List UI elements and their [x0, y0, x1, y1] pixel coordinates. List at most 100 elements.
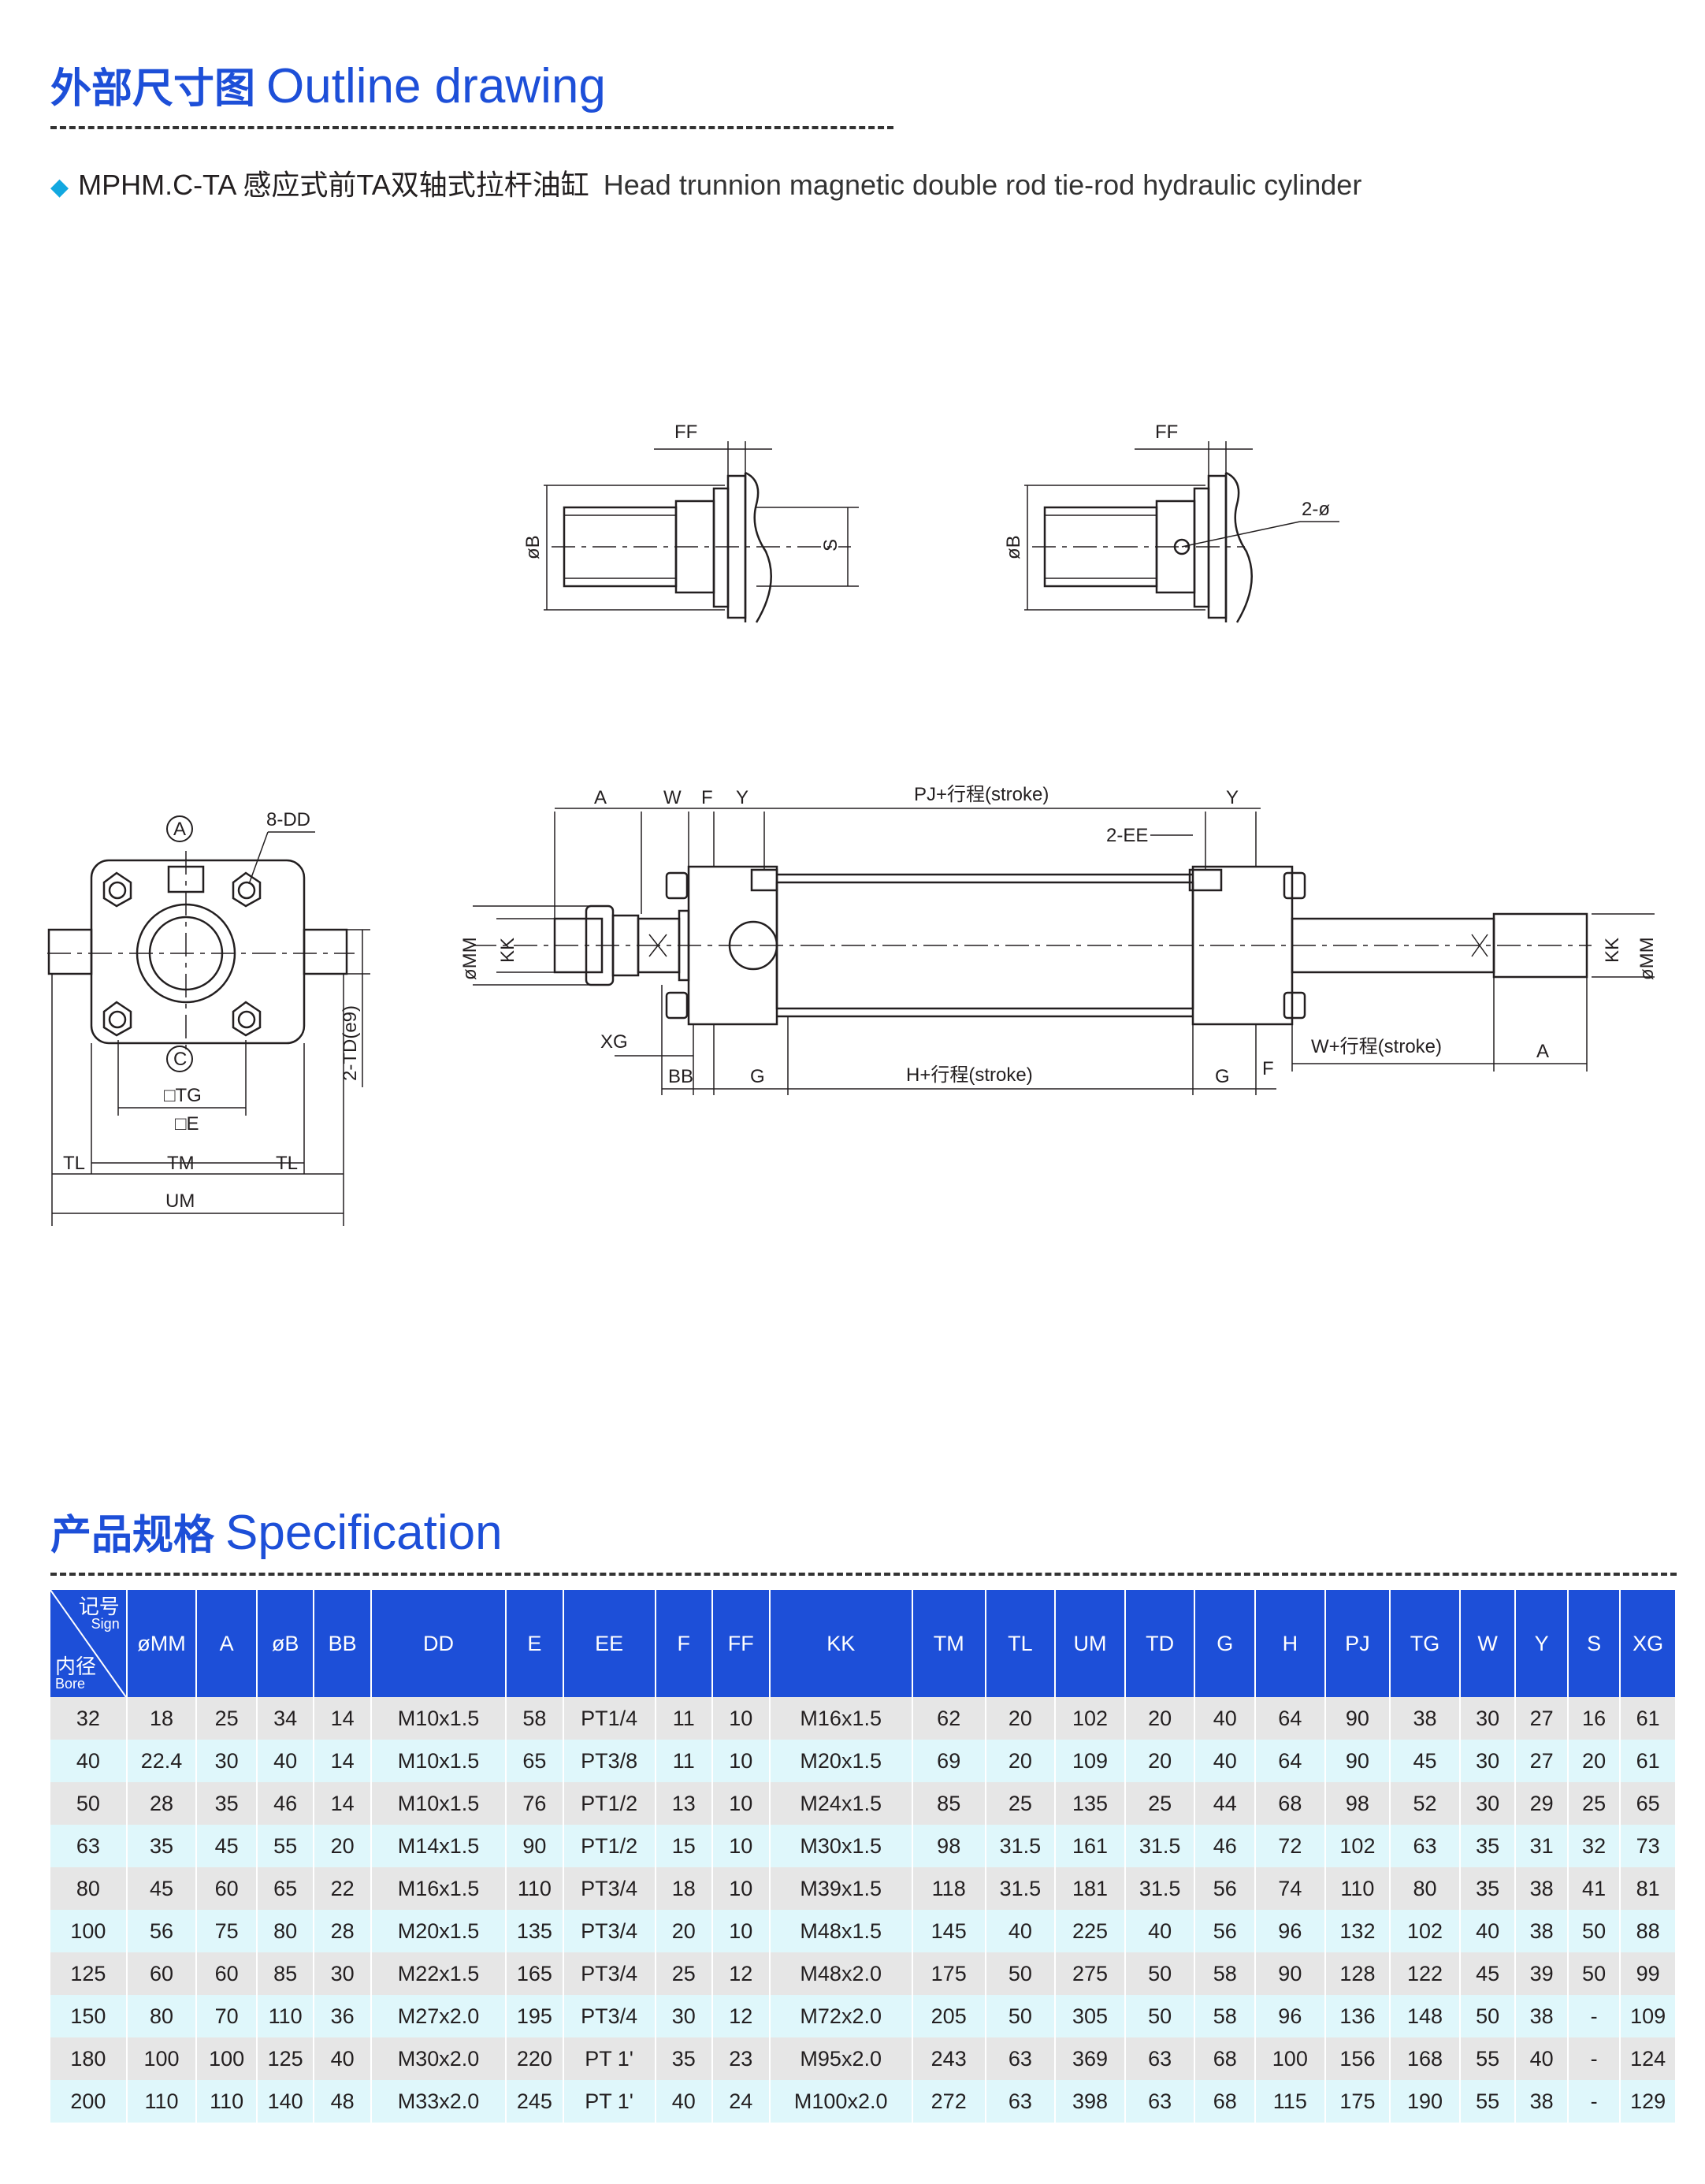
table-cell: M33x2.0 — [370, 2080, 507, 2123]
table-cell: 35 — [196, 1782, 258, 1825]
label-a-top: A — [594, 787, 607, 808]
label-xg: XG — [600, 1031, 628, 1053]
table-cell: 63 — [1390, 1825, 1461, 1867]
table-cell: 30 — [196, 1740, 258, 1782]
col-header: TG — [1390, 1590, 1461, 1697]
table-cell: 46 — [1194, 1825, 1256, 1867]
rod-end-detail-left — [544, 441, 859, 623]
table-cell: 90 — [1324, 1697, 1391, 1740]
table-cell: 50 — [1124, 1995, 1196, 2037]
table-cell: M39x1.5 — [769, 1867, 913, 1910]
table-cell: 31.5 — [985, 1825, 1057, 1867]
table-cell: 64 — [1255, 1740, 1326, 1782]
table-cell: 30 — [1459, 1697, 1517, 1740]
label-circle-c: C — [173, 1049, 187, 1070]
table-cell: 110 — [256, 1995, 315, 2037]
table-cell: 190 — [1390, 2080, 1461, 2123]
table-cell: 50 — [985, 1995, 1057, 2037]
outline-title-en: Outline drawing — [266, 59, 606, 113]
label-omm-right: øMM — [1636, 937, 1658, 980]
label-w-stroke: W+行程(stroke) — [1311, 1036, 1442, 1057]
table-cell: M48x2.0 — [769, 1952, 913, 1995]
corner-diagonal — [50, 1590, 126, 1697]
table-cell: 50 — [1124, 1952, 1196, 1995]
col-header: TL — [985, 1590, 1057, 1697]
bore-cell: 63 — [50, 1825, 128, 1867]
table-cell: 50 — [1459, 1995, 1517, 2037]
table-cell: 24 — [712, 2080, 771, 2123]
col-header: S — [1567, 1590, 1621, 1697]
table-cell: PT3/8 — [563, 1740, 656, 1782]
label-2-phi: 2-ø — [1302, 499, 1330, 520]
table-cell: 63 — [985, 2037, 1057, 2080]
table-cell: 56 — [126, 1910, 198, 1952]
table-cell: 109 — [1620, 1995, 1677, 2037]
table-cell: 75 — [196, 1910, 258, 1952]
table-cell: 55 — [256, 1825, 315, 1867]
col-header: G — [1194, 1590, 1256, 1697]
table-cell: 10 — [712, 1740, 771, 1782]
table-cell: 20 — [1124, 1740, 1196, 1782]
bore-cell: 80 — [50, 1867, 128, 1910]
table-cell: 41 — [1567, 1867, 1621, 1910]
table-cell: 28 — [314, 1910, 372, 1952]
table-cell: 98 — [1324, 1782, 1391, 1825]
table-cell: 20 — [1124, 1697, 1196, 1740]
table-cell: 85 — [256, 1952, 315, 1995]
table-cell: PT1/2 — [563, 1825, 656, 1867]
table-cell: M72x2.0 — [769, 1995, 913, 2037]
table-cell: 50 — [1567, 1910, 1621, 1952]
col-header: EE — [563, 1590, 656, 1697]
table-cell: PT3/4 — [563, 1867, 656, 1910]
table-cell: 35 — [126, 1825, 198, 1867]
table-cell: 68 — [1194, 2037, 1256, 2080]
table-cell: 110 — [126, 2080, 198, 2123]
label-um: UM — [165, 1190, 195, 1212]
table-cell: 90 — [506, 1825, 564, 1867]
table-cell: 20 — [985, 1697, 1057, 1740]
table-cell: 35 — [1459, 1867, 1517, 1910]
table-cell: 96 — [1255, 1995, 1326, 2037]
spec-title-cn: 产品规格 — [50, 1513, 215, 1558]
table-cell: 45 — [1459, 1952, 1517, 1995]
table-cell: 220 — [506, 2037, 564, 2080]
table-cell: PT 1' — [563, 2080, 656, 2123]
table-cell: 10 — [712, 1867, 771, 1910]
col-header: BB — [314, 1590, 372, 1697]
table-cell: 61 — [1620, 1697, 1677, 1740]
table-cell: 16 — [1567, 1697, 1621, 1740]
table-cell: M30x1.5 — [769, 1825, 913, 1867]
outline-title-cn: 外部尺寸图 — [50, 66, 256, 112]
table-cell: 102 — [1390, 1910, 1461, 1952]
label-y-left: Y — [736, 787, 748, 808]
table-cell: 12 — [712, 1995, 771, 2037]
corner-sign-cn: 记号 — [78, 1595, 120, 1618]
table-cell: 40 — [1124, 1910, 1196, 1952]
table-cell: 100 — [126, 2037, 198, 2080]
table-cell: 11 — [655, 1697, 714, 1740]
table-cell: 58 — [1194, 1995, 1256, 2037]
table-cell: 65 — [1620, 1782, 1677, 1825]
table-cell: 23 — [712, 2037, 771, 2080]
table-cell: 50 — [1567, 1952, 1621, 1995]
table-cell: 25 — [196, 1697, 258, 1740]
label-ff-1: FF — [674, 422, 697, 443]
table-cell: 118 — [912, 1867, 986, 1910]
col-header: PJ — [1324, 1590, 1391, 1697]
corner-bore-en: Bore — [55, 1676, 86, 1692]
table-cell: 145 — [912, 1910, 986, 1952]
table-cell: 31.5 — [985, 1867, 1057, 1910]
table-cell: M10x1.5 — [370, 1740, 507, 1782]
label-omm-left: øMM — [459, 937, 481, 980]
cylinder-side-view — [473, 808, 1655, 1095]
table-cell: 13 — [655, 1782, 714, 1825]
table-cell: 70 — [196, 1995, 258, 2037]
table-cell: 205 — [912, 1995, 986, 2037]
table-cell: 58 — [506, 1697, 564, 1740]
table-cell: M16x1.5 — [769, 1697, 913, 1740]
